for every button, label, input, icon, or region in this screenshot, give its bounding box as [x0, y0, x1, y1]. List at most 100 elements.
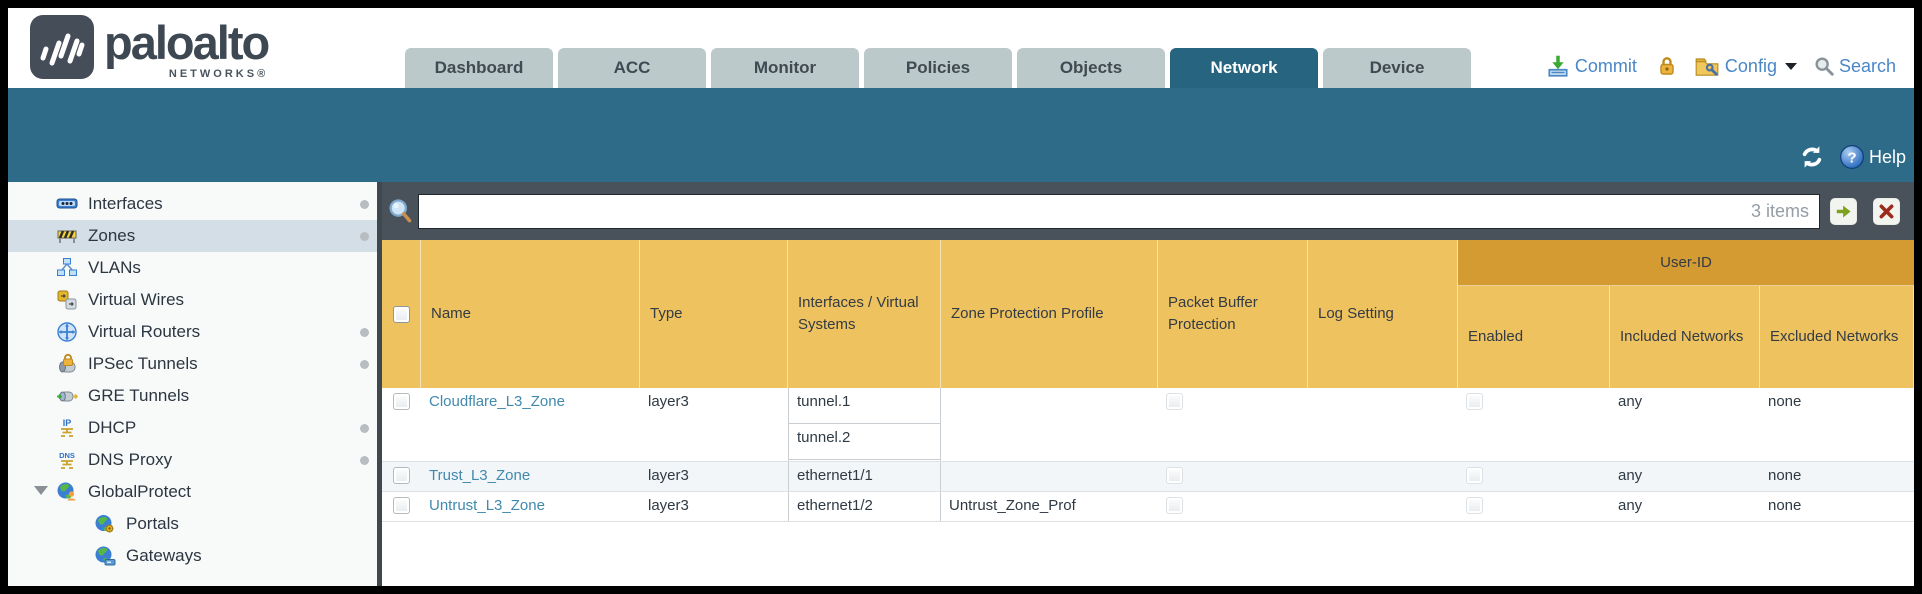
refresh-icon[interactable]: [1799, 144, 1825, 170]
dhcp-icon: IP: [56, 417, 80, 439]
column-header-enabled[interactable]: Enabled: [1458, 286, 1610, 388]
column-header-log-setting[interactable]: Log Setting: [1308, 240, 1458, 388]
app-window: paloalto NETWORKS® Dashboard ACC Monitor…: [8, 8, 1914, 586]
tab-dashboard[interactable]: Dashboard: [405, 48, 553, 88]
row-checkbox[interactable]: [393, 497, 410, 514]
svg-text:IP: IP: [63, 418, 72, 428]
column-header-name[interactable]: Name: [421, 240, 640, 388]
sidebar-item-zones[interactable]: Zones: [8, 220, 377, 252]
expand-collapse-icon[interactable]: [34, 486, 48, 502]
status-dot: [360, 200, 369, 209]
packet-buffer-protection-checkbox[interactable]: [1166, 393, 1183, 410]
tab-network[interactable]: Network: [1170, 48, 1318, 88]
filter-input-wrap: 3 items: [418, 193, 1820, 229]
logo-subtext: NETWORKS®: [168, 68, 269, 80]
items-count: 3 items: [1750, 200, 1809, 221]
sidebar-item-globalprotect[interactable]: GlobalProtect: [8, 476, 377, 508]
packet-buffer-protection-cell: [1158, 388, 1308, 461]
user-id-enabled-checkbox[interactable]: [1466, 393, 1483, 410]
zone-name-cell: Cloudflare_L3_Zone: [421, 388, 640, 461]
config-button[interactable]: Config: [1724, 55, 1777, 76]
row-checkbox[interactable]: [393, 467, 410, 484]
zone-protection-profile-cell: [941, 462, 1158, 491]
sidebar-item-virtual-routers[interactable]: Virtual Routers: [8, 316, 377, 348]
select-all-checkbox[interactable]: [392, 305, 410, 323]
zone-name-link[interactable]: Trust_L3_Zone: [429, 467, 531, 484]
search-icon: [1813, 55, 1835, 77]
help-button[interactable]: Help: [1868, 146, 1906, 167]
filter-input[interactable]: [429, 202, 1751, 220]
packet-buffer-protection-checkbox[interactable]: [1166, 467, 1183, 484]
zone-name-link[interactable]: Untrust_L3_Zone: [429, 497, 545, 514]
column-header-excluded-networks[interactable]: Excluded Networks: [1760, 286, 1914, 388]
search-button[interactable]: Search: [1838, 55, 1896, 76]
user-id-enabled-cell: [1458, 492, 1610, 521]
zone-name-link[interactable]: Cloudflare_L3_Zone: [429, 393, 565, 410]
included-networks-cell: any: [1618, 467, 1643, 484]
interface-name: ethernet1/1: [797, 467, 873, 484]
commit-icon: [1545, 53, 1571, 79]
packet-buffer-protection-checkbox[interactable]: [1166, 497, 1183, 514]
select-all-cell: [382, 240, 421, 388]
column-header-zone-protection-profile[interactable]: Zone Protection Profile: [941, 240, 1158, 388]
commit-button[interactable]: Commit: [1574, 55, 1637, 76]
excluded-networks-cell: none: [1768, 467, 1802, 484]
help-icon[interactable]: ?: [1839, 144, 1865, 170]
packet-buffer-protection-cell: [1158, 492, 1308, 521]
svg-text:?: ?: [1847, 149, 1856, 166]
tab-monitor[interactable]: Monitor: [711, 48, 859, 88]
excluded-networks-cell: none: [1768, 393, 1802, 410]
sidebar-item-label: DNS Proxy: [88, 450, 173, 469]
chevron-down-icon[interactable]: [1784, 62, 1797, 76]
zones-table-header: Name Type Interfaces / Virtual Systems Z…: [382, 240, 1914, 388]
sidebar-item-label: Interfaces: [88, 194, 163, 213]
row-select-cell: [382, 462, 421, 491]
sub-header-band: ? Help: [8, 88, 1914, 182]
user-id-enabled-checkbox[interactable]: [1466, 467, 1483, 484]
lock-icon[interactable]: [1655, 54, 1679, 78]
virtual-wires-icon: [56, 289, 80, 311]
packet-buffer-protection-cell: [1158, 462, 1308, 491]
tab-device[interactable]: Device: [1323, 48, 1471, 88]
sidebar-item-label: Virtual Routers: [88, 322, 201, 341]
sidebar-item-gateways[interactable]: Gateways: [8, 540, 377, 572]
gre-tunnels-icon: [56, 385, 80, 407]
filter-search-icon[interactable]: [386, 197, 414, 225]
column-header-included-networks[interactable]: Included Networks: [1610, 286, 1760, 388]
user-id-enabled-checkbox[interactable]: [1466, 497, 1483, 514]
portals-icon: [94, 513, 118, 535]
row-checkbox[interactable]: [393, 393, 410, 410]
clear-filter-button[interactable]: [1873, 197, 1900, 225]
sidebar-item-virtual-wires[interactable]: Virtual Wires: [8, 284, 377, 316]
sidebar-item-vlans[interactable]: VLANs: [8, 252, 377, 284]
column-header-packet-buffer-protection[interactable]: Packet Buffer Protection: [1158, 240, 1308, 388]
interfaces-icon: [56, 193, 80, 215]
status-dot: [360, 456, 369, 465]
config-icon: [1693, 53, 1721, 79]
interface-name: ethernet1/2: [797, 497, 873, 514]
sidebar-item-label: VLANs: [88, 258, 141, 277]
log-setting-cell: [1308, 388, 1458, 461]
sidebar-item-interfaces[interactable]: Interfaces: [8, 188, 377, 220]
zone-interfaces-cell: ethernet1/1: [788, 462, 941, 491]
sidebar-item-ipsec-tunnels[interactable]: IPSec Tunnels: [8, 348, 377, 380]
tab-objects[interactable]: Objects: [1017, 48, 1165, 88]
column-header-interfaces[interactable]: Interfaces / Virtual Systems: [788, 240, 941, 388]
sidebar-item-portals[interactable]: Portals: [8, 508, 377, 540]
sidebar-item-label: Zones: [88, 226, 136, 245]
sidebar-item-gre-tunnels[interactable]: GRE Tunnels: [8, 380, 377, 412]
sidebar-item-label: IPSec Tunnels: [88, 354, 198, 373]
paloalto-logo: paloalto NETWORKS®: [30, 14, 270, 80]
top-action-bar: Commit Config: [1545, 53, 1900, 79]
tab-policies[interactable]: Policies: [864, 48, 1012, 88]
column-header-type[interactable]: Type: [640, 240, 788, 388]
tab-acc[interactable]: ACC: [558, 48, 706, 88]
apply-filter-button[interactable]: [1830, 197, 1857, 225]
zone-type-cell: layer3: [648, 497, 689, 514]
